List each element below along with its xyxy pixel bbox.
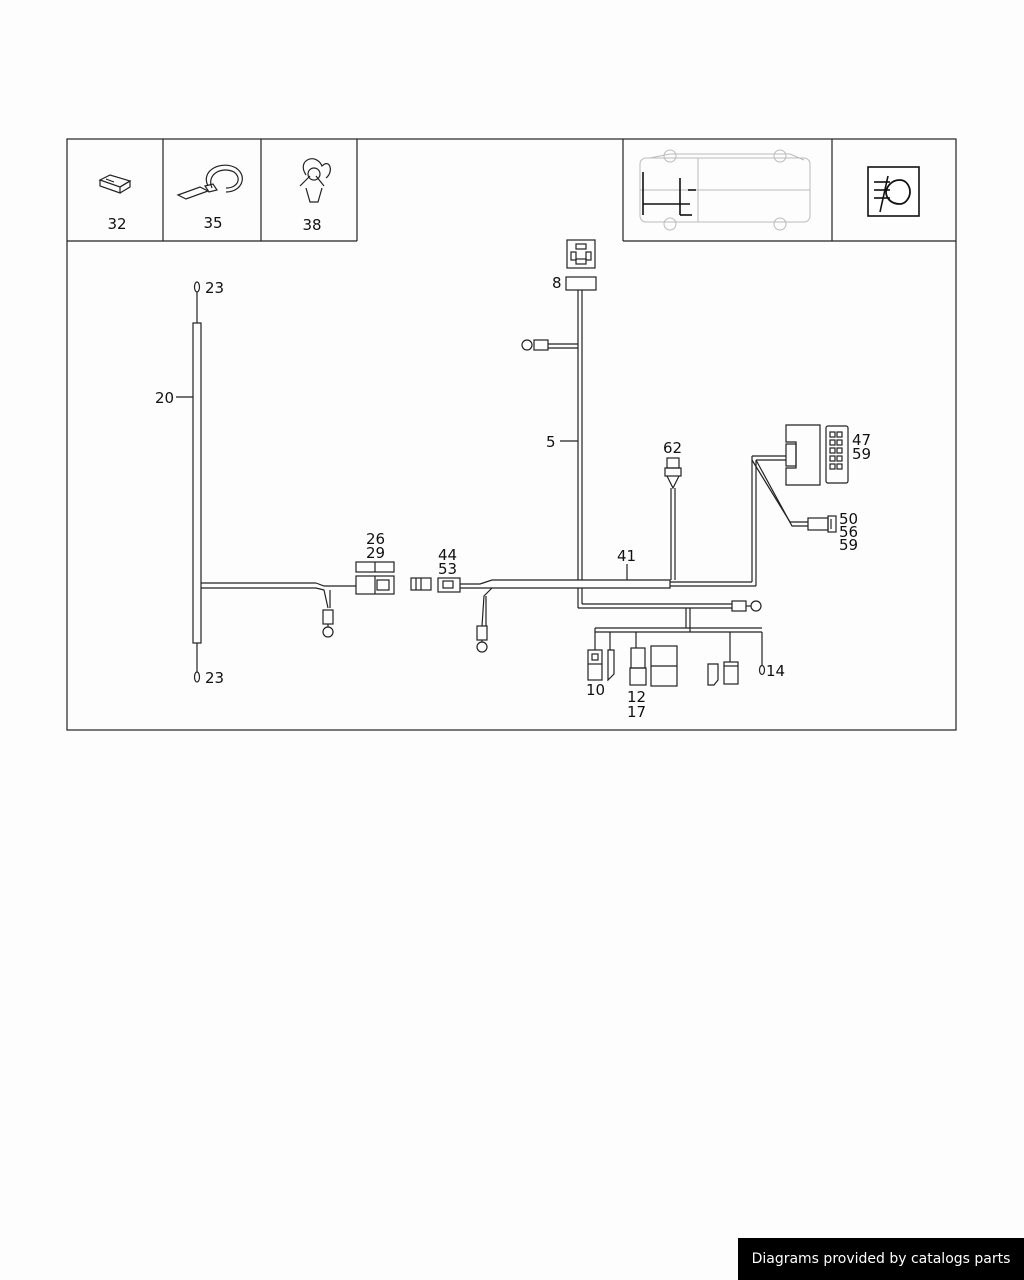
lower-branch	[577, 588, 763, 662]
wire-clip-38-icon	[299, 158, 331, 203]
label-41: 41	[617, 547, 636, 565]
label-20: 20	[155, 389, 174, 407]
connector-44-53	[410, 577, 480, 593]
clip-32-icon	[98, 174, 132, 194]
label-53: 53	[438, 560, 457, 578]
accessory-cells	[67, 139, 358, 242]
label-23-bottom: 23	[205, 669, 224, 687]
branch-20-to-26	[201, 582, 356, 638]
cable-tie-35-icon	[176, 164, 243, 200]
harness-20	[176, 281, 202, 683]
fog-lamp-icon	[867, 166, 920, 217]
label-10: 10	[586, 681, 605, 699]
harness-5	[521, 290, 583, 580]
accessory-label-35: 35	[203, 214, 222, 232]
label-29: 29	[366, 544, 385, 562]
relay-8	[565, 239, 597, 291]
switch-47-59	[785, 424, 849, 486]
label-62: 62	[663, 439, 682, 457]
label-59-connector: 59	[839, 536, 858, 554]
label-56: 56	[839, 523, 858, 541]
label-23-top: 23	[205, 279, 224, 297]
label-26: 26	[366, 530, 385, 548]
vehicle-harness-marker	[642, 172, 696, 216]
diagram-frame	[66, 138, 957, 731]
label-44: 44	[438, 546, 457, 564]
diagram-credit: Diagrams provided by catalogs parts	[738, 1238, 1024, 1280]
branch-switch	[670, 455, 808, 587]
label-50: 50	[839, 510, 858, 528]
label-5: 5	[546, 433, 556, 451]
sensor-62	[664, 457, 682, 580]
label-8: 8	[552, 274, 562, 292]
accessory-label-38: 38	[302, 216, 321, 234]
label-14: 14	[766, 662, 785, 680]
connector-near-14	[707, 661, 766, 686]
harness-41	[476, 564, 671, 653]
label-12: 12	[627, 688, 646, 706]
connector-26-29	[355, 561, 395, 595]
vehicle-outline-icon	[639, 149, 811, 231]
accessory-label-32: 32	[107, 215, 126, 233]
connector-10	[587, 649, 615, 682]
connector-12-17	[629, 645, 678, 687]
vehicle-cells	[622, 139, 956, 242]
connector-50-56-59	[807, 515, 837, 533]
label-59-switch: 59	[852, 445, 871, 463]
label-17: 17	[627, 703, 646, 721]
label-47: 47	[852, 431, 871, 449]
